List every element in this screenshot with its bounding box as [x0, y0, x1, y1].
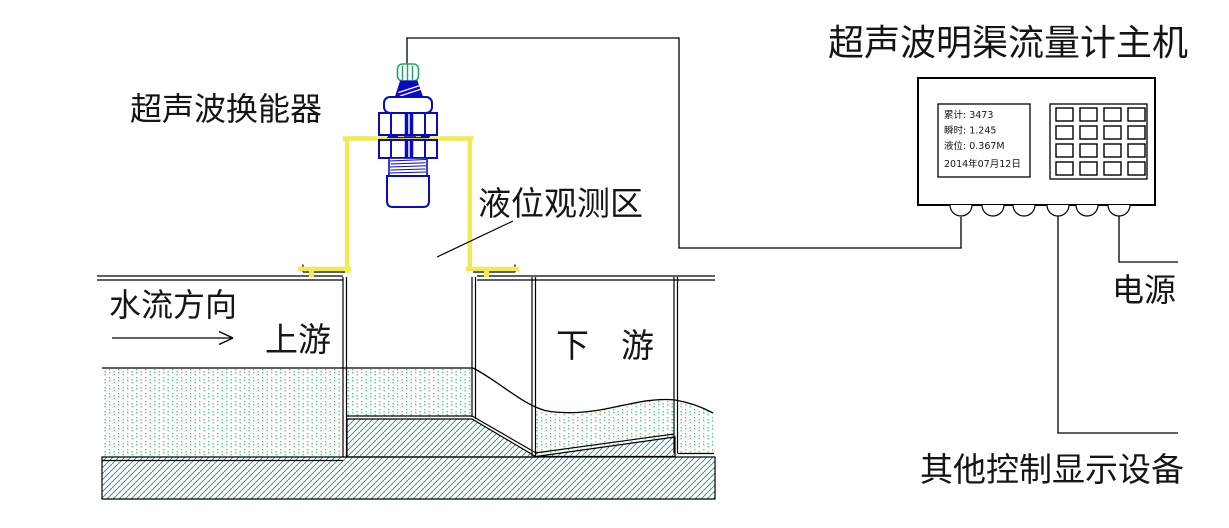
flow-direction-label: 水流方向	[109, 287, 237, 323]
keypad-key	[1127, 143, 1146, 158]
channel-lines	[97, 264, 715, 462]
keypad-key	[1103, 161, 1122, 176]
cable-gland	[1046, 204, 1070, 217]
display-line-level: 液位: 0.367M	[944, 140, 1005, 152]
main-unit-display	[937, 103, 1031, 178]
transducer-label: 超声波换能器	[130, 91, 322, 127]
power-cable	[1118, 216, 1178, 263]
other-devices-label: 其他控制显示设备	[920, 452, 1184, 489]
keypad-key	[1079, 107, 1098, 122]
level-zone-label: 液位观测区	[478, 186, 643, 223]
keypad-key	[1079, 143, 1098, 158]
display-line-date: 2014年07月12日	[944, 158, 1021, 170]
keypad-key	[1055, 107, 1074, 122]
keypad-key	[1055, 125, 1074, 140]
upstream-water	[102, 368, 343, 457]
well-water	[347, 368, 472, 416]
transducer-body	[386, 175, 430, 208]
right-water	[678, 400, 713, 453]
other-devices-cable	[1057, 216, 1178, 434]
keypad-key	[1127, 161, 1146, 176]
display-line-instant: 瞬时: 1.245	[944, 125, 996, 137]
flow-arrow	[112, 330, 234, 346]
transducer-shoulder	[383, 96, 433, 114]
keypad-key	[1103, 125, 1122, 140]
well-left-wall	[342, 277, 348, 457]
downstream-label: 下游	[556, 328, 686, 365]
mounting-frame	[297, 136, 520, 277]
level-zone-leader	[436, 220, 514, 258]
main-unit: 累计: 3473 瞬时: 1.245 液位: 0.367M 2014年07月12…	[917, 77, 1156, 217]
text-labels: 超声波换能器 超声波明渠流量计主机 液位观测区 水流方向 上游 下游 电源 其他…	[109, 23, 1188, 489]
connectors	[949, 204, 1131, 217]
downstream-bed-wedge	[535, 436, 676, 458]
keypad-key	[1127, 125, 1146, 140]
cable-gland	[949, 204, 973, 217]
mount-foot-lines	[302, 264, 516, 273]
main-unit-title: 超声波明渠流量计主机	[828, 23, 1188, 63]
base-slab	[101, 456, 716, 500]
keypad-key	[1127, 107, 1146, 122]
downstream-wall-right	[673, 277, 679, 453]
cable-gland	[1075, 204, 1099, 217]
concrete-structures	[101, 418, 716, 500]
keypad-key	[1055, 143, 1074, 158]
upstream-label: 上游	[265, 322, 331, 359]
keypad-key	[1055, 161, 1074, 176]
keypad-key	[1103, 107, 1122, 122]
keypad-key	[1103, 143, 1122, 158]
keypad-key	[1079, 125, 1098, 140]
keypad-keys	[1055, 107, 1146, 176]
cable-gland	[1107, 204, 1131, 217]
cable-gland	[981, 204, 1005, 217]
water-regions	[102, 368, 713, 457]
downstream-water	[536, 399, 674, 455]
transducer	[378, 63, 438, 208]
power-label: 电源	[1112, 272, 1176, 308]
cable-gland	[1012, 204, 1036, 217]
well-right-wall	[471, 277, 477, 419]
downstream-wall-left	[531, 277, 537, 456]
display-line-total: 累计: 3473	[944, 109, 993, 121]
keypad-key	[1079, 161, 1098, 176]
transducer-cable	[406, 37, 962, 249]
cables	[406, 37, 1178, 434]
flume-platform	[346, 418, 539, 458]
downstream-water-curve	[472, 367, 714, 414]
